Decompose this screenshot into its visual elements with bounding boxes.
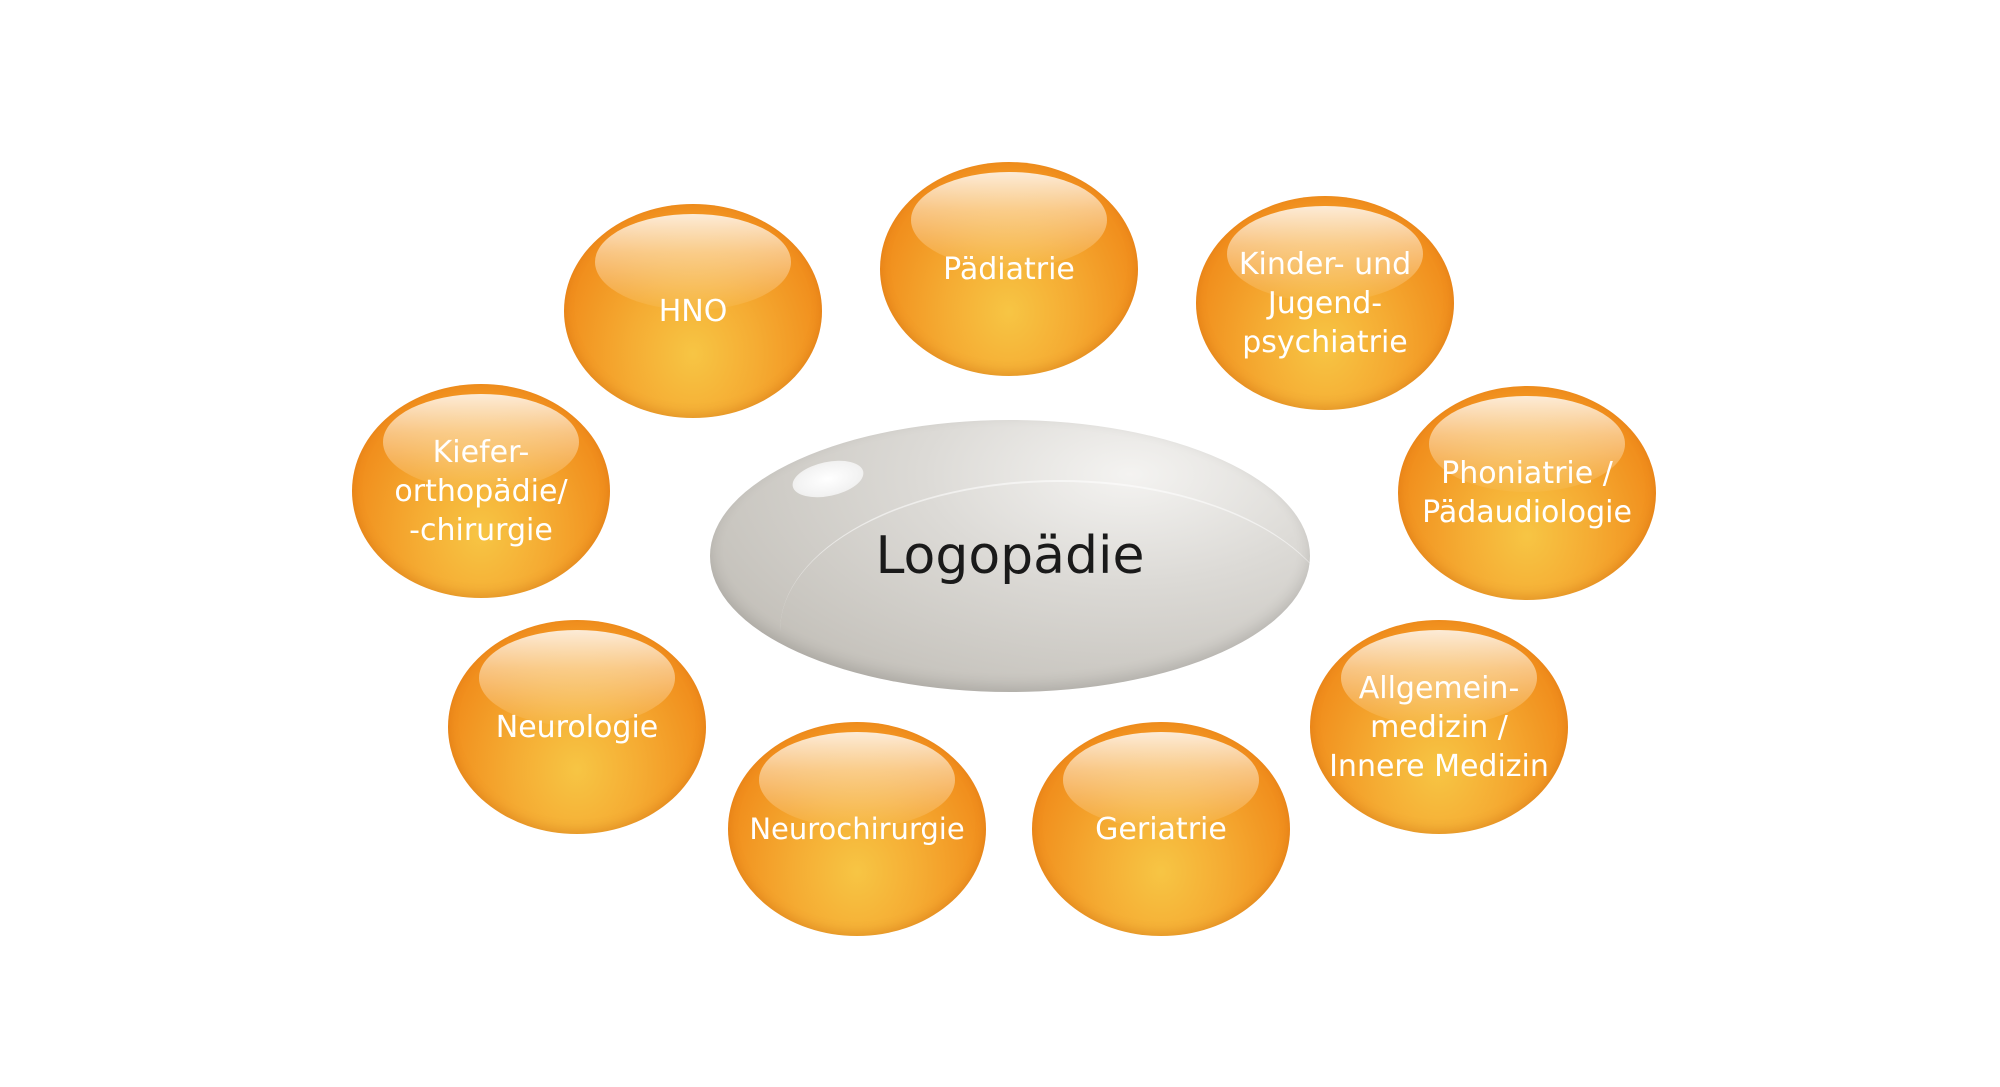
bubble-label: Neurologie: [495, 709, 659, 745]
bubble-label: Neurochirurgie: [749, 811, 965, 846]
bubble-label: Kinder- und Jugend- psychiatrie: [1238, 246, 1412, 360]
bubble-gloss: [911, 172, 1107, 268]
center-ellipse: Logopädie: [710, 420, 1310, 692]
bubble-label: Pädiatrie: [943, 251, 1075, 287]
bubble-gloss: [595, 214, 791, 310]
bubble-gloss: [759, 732, 955, 828]
bubble-gloss: [1341, 630, 1537, 726]
bubble-kinder-jugendpsychiatrie: Kinder- und Jugend- psychiatrie: [1196, 196, 1454, 410]
bubble-neurochirurgie: Neurochirurgie: [728, 722, 986, 936]
bubble-label: Kiefer- orthopädie/ -chirurgie: [394, 434, 568, 548]
center-label: Logopädie: [875, 526, 1145, 586]
bubble-gloss: [383, 394, 579, 490]
bubble-label: Phoniatrie / Pädaudiologie: [1422, 456, 1632, 530]
bubble-label: Allgemein- medizin / Innere Medizin: [1329, 670, 1549, 784]
bubble-allgemeinmedizin-innere-medizin: Allgemein- medizin / Innere Medizin: [1310, 620, 1568, 834]
bubble-paediatrie: Pädiatrie: [880, 162, 1138, 376]
bubble-geriatrie: Geriatrie: [1032, 722, 1290, 936]
bubble-gloss: [479, 630, 675, 726]
bubble-hno: HNO: [564, 204, 822, 418]
bubble-kieferorthopaedie-chirurgie: Kiefer- orthopädie/ -chirurgie: [352, 384, 610, 598]
bubble-label: Geriatrie: [1095, 811, 1227, 847]
bubble-neurologie: Neurologie: [448, 620, 706, 834]
bubble-gloss: [1227, 206, 1423, 302]
bubble-phoniatrie-paedaudiologie: Phoniatrie / Pädaudiologie: [1398, 386, 1656, 600]
bubble-label: HNO: [658, 293, 728, 329]
bubble-gloss: [1429, 396, 1625, 492]
bubble-gloss: [1063, 732, 1259, 828]
